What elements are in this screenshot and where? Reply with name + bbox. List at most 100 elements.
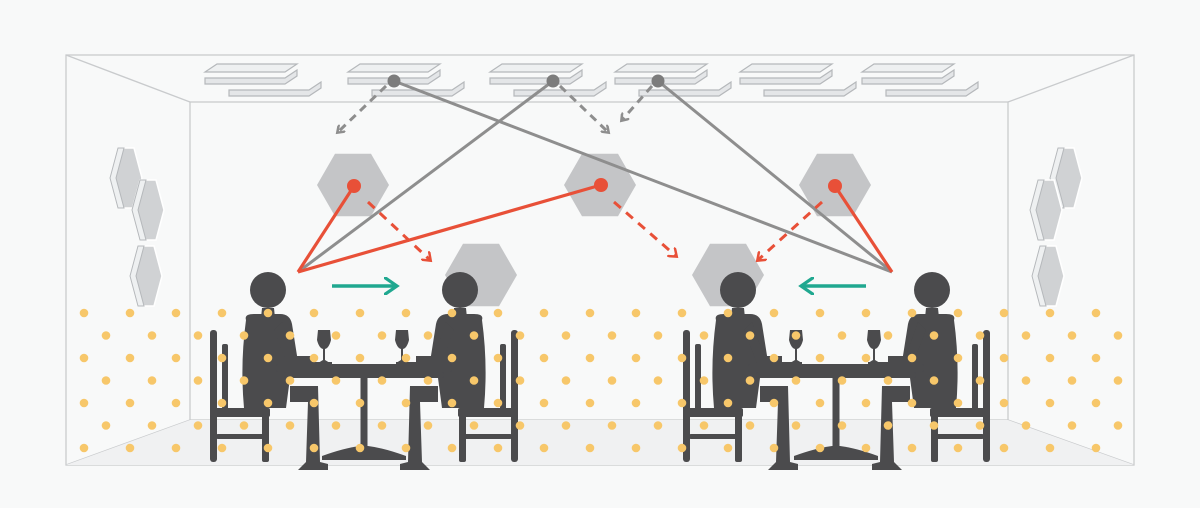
- noise-dot: [515, 421, 525, 430]
- noise-dot: [193, 331, 203, 340]
- noise-dot: [883, 421, 893, 430]
- noise-dot: [907, 398, 917, 408]
- noise-dot: [699, 331, 709, 340]
- noise-dot: [1021, 421, 1031, 430]
- diffused-reflection-arrow: [613, 200, 676, 256]
- gray-reflection-path: [657, 79, 893, 274]
- noise-dot: [561, 331, 571, 340]
- noise-dot: [401, 308, 411, 318]
- noise-dot: [999, 443, 1009, 453]
- noise-dot: [1091, 443, 1101, 453]
- noise-dot: [217, 443, 227, 453]
- noise-dot: [79, 443, 89, 453]
- noise-dot: [953, 308, 963, 318]
- noise-dot: [171, 353, 181, 363]
- noise-dot: [1045, 398, 1055, 408]
- ceiling-panel-icon: [204, 63, 322, 97]
- noise-dot: [1067, 331, 1077, 340]
- noise-dot: [447, 443, 457, 453]
- noise-dot: [309, 398, 319, 408]
- noise-dot: [631, 353, 641, 363]
- noise-dot: [907, 443, 917, 453]
- noise-dot: [653, 421, 663, 430]
- absorbed-path: [296, 185, 356, 273]
- noise-dot: [861, 353, 871, 363]
- noise-dot: [377, 331, 387, 340]
- noise-dot: [263, 353, 273, 363]
- noise-dot: [239, 376, 249, 385]
- ceiling-panels: [204, 63, 979, 97]
- noise-dot: [331, 421, 341, 430]
- noise-dot: [355, 398, 365, 408]
- diffused-reflection-arrow: [366, 200, 430, 260]
- noise-dot: [585, 308, 595, 318]
- noise-dot: [561, 421, 571, 430]
- noise-dot: [401, 443, 411, 453]
- noise-dot: [125, 398, 135, 408]
- noise-dot: [493, 308, 503, 318]
- noise-dot: [515, 331, 525, 340]
- noise-dot: [217, 353, 227, 363]
- diffused-reflection-arrow: [758, 200, 824, 260]
- noise-dot: [309, 443, 319, 453]
- noise-dot: [953, 443, 963, 453]
- noise-dot: [723, 353, 733, 363]
- noise-dot: [469, 421, 479, 430]
- noise-dot: [745, 421, 755, 430]
- noise-dot: [309, 308, 319, 318]
- noise-dot: [101, 421, 111, 430]
- noise-dot: [907, 308, 917, 318]
- noise-dot: [929, 421, 939, 430]
- noise-dot: [355, 443, 365, 453]
- noise-dot: [745, 376, 755, 385]
- noise-dot: [1091, 398, 1101, 408]
- noise-dot: [607, 421, 617, 430]
- noise-dot: [171, 443, 181, 453]
- noise-dot: [539, 353, 549, 363]
- noise-dot: [239, 331, 249, 340]
- noise-dot: [883, 376, 893, 385]
- noise-dot: [1113, 376, 1123, 385]
- noise-dot: [631, 308, 641, 318]
- noise-dot: [423, 421, 433, 430]
- noise-dot: [493, 353, 503, 363]
- gray-reflection-path: [393, 79, 893, 274]
- noise-dot: [355, 353, 365, 363]
- scattered-reflection-arrow: [338, 84, 388, 132]
- noise-dot: [1113, 331, 1123, 340]
- noise-dot: [585, 398, 595, 408]
- noise-dot: [815, 353, 825, 363]
- gray-reflection-path: [297, 79, 554, 274]
- noise-dot: [423, 331, 433, 340]
- noise-dot: [331, 376, 341, 385]
- noise-dot: [539, 443, 549, 453]
- noise-dot: [377, 421, 387, 430]
- noise-dot: [999, 398, 1009, 408]
- noise-dots: [79, 308, 1123, 453]
- noise-dot: [1045, 308, 1055, 318]
- wall-hexagon-panel-icon: [131, 179, 165, 241]
- noise-dot: [1045, 353, 1055, 363]
- noise-dot: [263, 443, 273, 453]
- hexagon-panels: [317, 153, 871, 307]
- noise-dot: [285, 376, 295, 385]
- noise-dot: [883, 331, 893, 340]
- noise-dot: [815, 398, 825, 408]
- scattered-reflection-arrow: [622, 85, 654, 120]
- wall-hexagon-panel-icon: [1031, 245, 1065, 307]
- noise-dot: [723, 308, 733, 318]
- noise-dot: [355, 308, 365, 318]
- noise-dot: [769, 443, 779, 453]
- reflection-point: [651, 74, 665, 88]
- noise-dot: [929, 331, 939, 340]
- noise-dot: [217, 308, 227, 318]
- noise-dot: [837, 421, 847, 430]
- wall-hexagon-panel-icon: [1029, 179, 1063, 241]
- noise-dot: [331, 331, 341, 340]
- noise-dot: [585, 353, 595, 363]
- absorbed-path: [297, 183, 602, 274]
- noise-dot: [561, 376, 571, 385]
- scattered-reflection-arrow: [558, 84, 608, 132]
- noise-dot: [147, 376, 157, 385]
- noise-dot: [539, 308, 549, 318]
